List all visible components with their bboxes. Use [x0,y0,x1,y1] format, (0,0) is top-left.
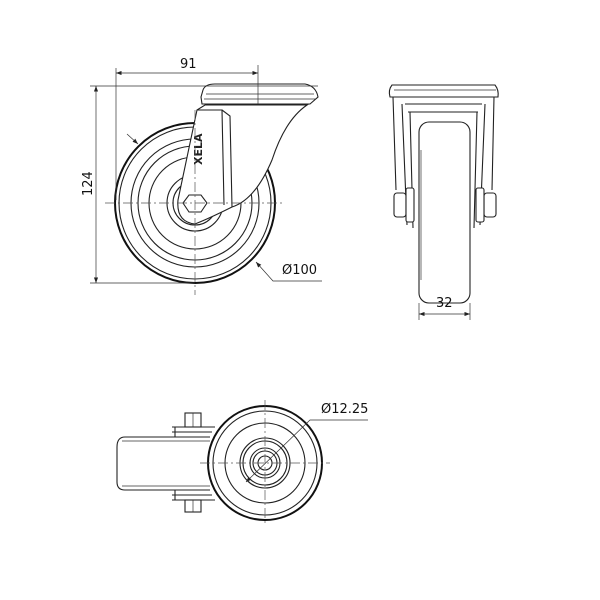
dimension-bore-diameter: Ø12.25 [321,402,368,417]
dimension-height: 124 [81,171,96,196]
bottom-view: Ø12.25 [116,400,368,525]
front-view: 32 [388,84,499,320]
axle-nut-right [483,192,497,218]
dimension-width-offset: 91 [180,57,197,72]
dimension-wheel-diameter: Ø100 [282,263,317,278]
dimension-wheel-width: 32 [436,296,453,311]
wheel-front [418,121,471,304]
axle-nut-left [393,192,407,218]
fork-front [392,96,495,191]
top-plate-front [388,84,499,98]
housing-bottom [116,436,210,491]
side-view: XELA 91 124 Ø100 [81,57,322,295]
logo-text: XELA [192,133,205,165]
